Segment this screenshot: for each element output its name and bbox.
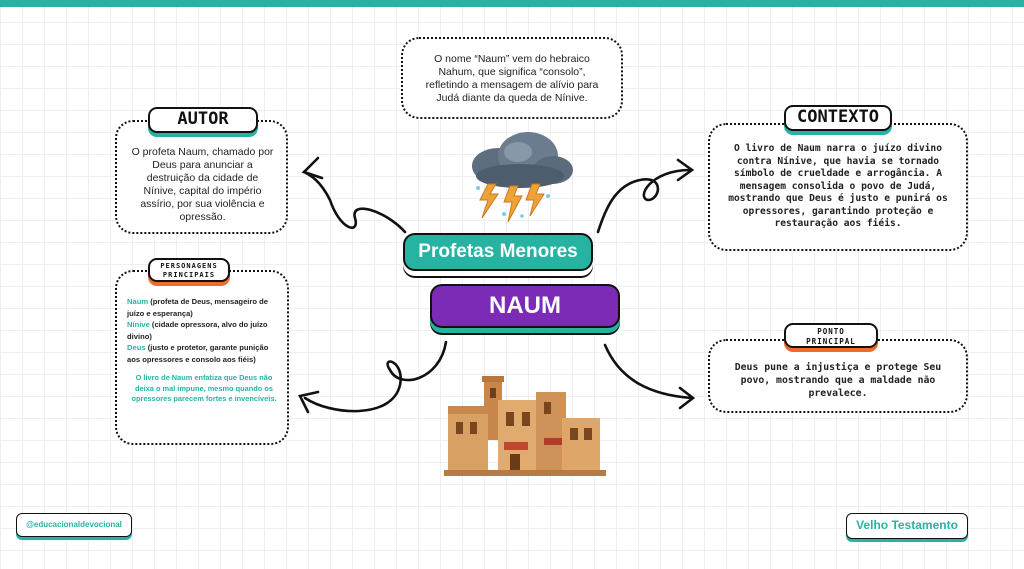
ponto-tag-line1: PONTO <box>817 327 845 336</box>
center-group-label: Profetas Menores <box>418 241 578 262</box>
arrow-to-contexto <box>596 168 692 234</box>
personagem-ninive-desc: (cidade opressora, alvo do juízo divino) <box>127 320 268 341</box>
center-book-pill: NAUM <box>430 284 620 328</box>
autor-text: O profeta Naum, chamado por Deus para an… <box>131 146 274 223</box>
ponto-text: Deus pune a injustiça e protege Seu povo… <box>734 362 942 399</box>
ponto-tag-line2: PRINCIPAL <box>806 336 856 346</box>
personagens-list: Naum (profeta de Deus, mensageiro de juí… <box>127 296 281 365</box>
personagens-tag-line1: PERSONAGENS <box>160 262 218 270</box>
personagem-ninive-name: Nínive <box>127 320 150 329</box>
personagem-naum-name: Naum <box>127 297 149 306</box>
storm-cloud-icon <box>472 132 573 223</box>
contexto-text: O livro de Naum narra o juízo divino con… <box>728 143 948 229</box>
personagem-naum-desc: (profeta de Deus, mensageiro de juízo e … <box>127 297 268 318</box>
personagem-deus-name: Deus <box>127 343 146 352</box>
ancient-city-icon <box>444 376 606 476</box>
contexto-box: O livro de Naum narra o juízo divino con… <box>708 123 968 251</box>
personagens-box: Naum (profeta de Deus, mensageiro de juí… <box>115 270 289 445</box>
personagens-note: O livro de Naum enfatiza que Deus não de… <box>131 373 277 403</box>
arrow-to-autor <box>302 170 407 234</box>
autor-tag: AUTOR <box>148 107 258 133</box>
arrow-to-personagens <box>303 340 448 413</box>
arrowhead-ponto <box>678 386 696 410</box>
personagem-naum: Naum (profeta de Deus, mensageiro de juí… <box>127 296 281 319</box>
personagem-deus-desc: (justo e protetor, garante punição aos o… <box>127 343 269 364</box>
top-accent-bar <box>0 0 1024 7</box>
ponto-tag: PONTO PRINCIPAL <box>784 323 878 348</box>
arrowhead-contexto <box>676 158 695 182</box>
personagens-tag-line2: PRINCIPAIS <box>162 271 216 279</box>
center-group-pill: Profetas Menores <box>403 233 593 271</box>
handle-badge[interactable]: @educacionaldevocional <box>16 513 132 537</box>
autor-tag-label: AUTOR <box>177 109 229 129</box>
arrowhead-personagens <box>298 390 320 414</box>
autor-box: O profeta Naum, chamado por Deus para an… <box>115 120 288 234</box>
testament-badge[interactable]: Velho Testamento <box>846 513 968 539</box>
personagens-tag: PERSONAGENS PRINCIPAIS <box>148 258 230 282</box>
arrow-to-ponto <box>603 343 694 400</box>
center-book-label: NAUM <box>489 292 561 319</box>
testament-text: Velho Testamento <box>856 518 958 532</box>
arrowhead-autor <box>301 156 324 180</box>
contexto-tag-label: CONTEXTO <box>797 107 879 127</box>
contexto-tag: CONTEXTO <box>784 105 892 131</box>
ponto-box: Deus pune a injustiça e protege Seu povo… <box>708 339 968 413</box>
origin-text: O nome “Naum” vem do hebraico Nahum, que… <box>425 53 599 104</box>
personagem-deus: Deus (justo e protetor, garante punição … <box>127 342 281 365</box>
origin-box: O nome “Naum” vem do hebraico Nahum, que… <box>401 37 623 119</box>
personagem-ninive: Nínive (cidade opressora, alvo do juízo … <box>127 319 281 342</box>
handle-text: @educacionaldevocional <box>26 520 122 529</box>
